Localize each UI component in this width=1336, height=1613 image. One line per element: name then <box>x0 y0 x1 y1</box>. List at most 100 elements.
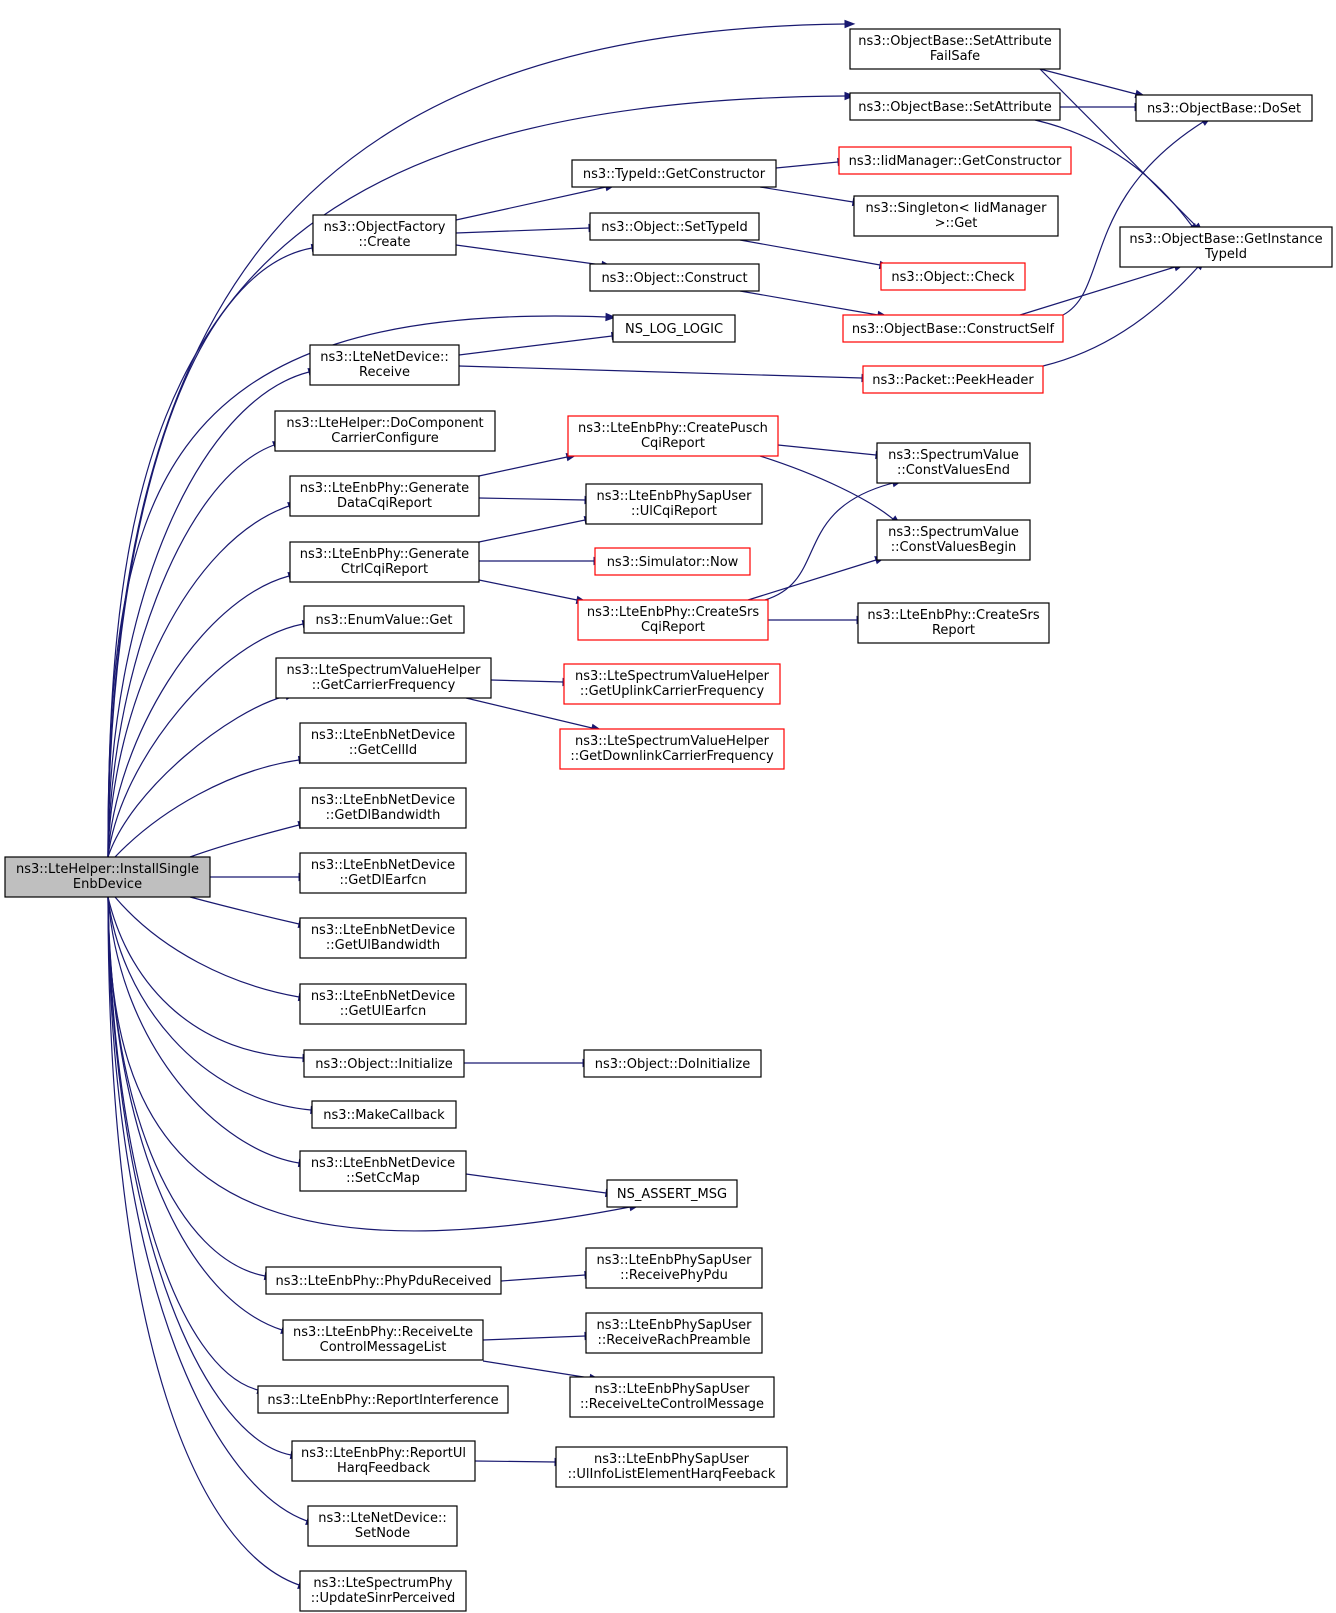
node-typeidgc[interactable]: ns3::TypeId::GetConstructor <box>571 159 777 188</box>
node-label: ns3::Simulator::Now <box>607 555 739 570</box>
node-doset[interactable]: ns3::ObjectBase::DoSet <box>1135 94 1313 122</box>
node-setattr[interactable]: ns3::ObjectBase::SetAttribute <box>849 92 1061 121</box>
edge-objfactory-to-objconstruct <box>455 244 613 270</box>
node-enumget[interactable]: ns3::EnumValue::Get <box>303 605 465 634</box>
node-getdownlink[interactable]: ns3::LteSpectrumValueHelper::GetDownlink… <box>559 728 785 770</box>
edge-ltenetrecv-to-peekheader <box>458 365 873 383</box>
node-recvrach[interactable]: ns3::LteEnbPhySapUser::ReceiveRachPreamb… <box>585 1312 763 1354</box>
node-label: ControlMessageList <box>320 1340 447 1355</box>
edge-line <box>1042 266 1199 367</box>
node-getuplink[interactable]: ns3::LteSpectrumValueHelper::GetUplinkCa… <box>563 663 781 705</box>
edge-line <box>759 186 854 203</box>
node-box <box>299 852 467 894</box>
node-getcellid[interactable]: ns3::LteEnbNetDevice::GetCellId <box>299 722 467 764</box>
node-box <box>303 1049 465 1078</box>
edge-root-to-gendata <box>107 502 299 858</box>
node-ltenetrecv[interactable]: ns3::LteNetDevice::Receive <box>309 344 460 386</box>
node-box <box>559 728 785 770</box>
node-recvphypdu[interactable]: ns3::LteEnbPhySapUser::ReceivePhyPdu <box>585 1247 763 1289</box>
node-box <box>606 1179 738 1208</box>
node-docomponent[interactable]: ns3::LteHelper::DoComponentCarrierConfig… <box>274 410 496 452</box>
node-settypeid[interactable]: ns3::Object::SetTypeId <box>589 212 760 241</box>
node-label: ns3::LteEnbPhySapUser <box>597 489 753 504</box>
node-simnow[interactable]: ns3::Simulator::Now <box>594 547 751 576</box>
node-reportinterf[interactable]: ns3::LteEnbPhy::ReportInterference <box>257 1385 509 1414</box>
edge-typeidgc-to-iidgc <box>775 157 849 169</box>
node-cvend[interactable]: ns3::SpectrumValue::ConstValuesEnd <box>876 442 1031 484</box>
node-label: ::ReceiveLteControlMessage <box>580 1397 764 1412</box>
node-box <box>303 605 465 634</box>
node-box <box>585 483 763 525</box>
node-ulcqi[interactable]: ns3::LteEnbPhySapUser::UlCqiReport <box>585 483 763 525</box>
node-label: ns3::Object::SetTypeId <box>601 220 747 235</box>
node-objinit[interactable]: ns3::Object::Initialize <box>303 1049 465 1078</box>
node-getdlbw[interactable]: ns3::LteEnbNetDevice::GetDlBandwidth <box>299 787 467 829</box>
node-box <box>583 1049 762 1078</box>
edge-root-to-getdlbw <box>189 821 310 858</box>
node-nsassert[interactable]: NS_ASSERT_MSG <box>606 1179 738 1208</box>
node-box <box>862 365 1044 394</box>
node-label: ns3::EnumValue::Get <box>315 613 452 628</box>
edge-line <box>1019 266 1176 316</box>
node-box <box>299 983 467 1025</box>
node-box <box>563 663 781 705</box>
node-box <box>569 1376 775 1418</box>
edge-root-to-reportul <box>107 896 302 1460</box>
node-nsloglogic[interactable]: NS_LOG_LOGIC <box>612 314 736 343</box>
node-box <box>274 410 496 452</box>
node-constructself[interactable]: ns3::ObjectBase::ConstructSelf <box>842 314 1064 343</box>
node-singleton[interactable]: ns3::Singleton< IidManager>::Get <box>853 195 1059 237</box>
node-recvltectrl[interactable]: ns3::LteEnbPhy::ReceiveLteControlMessage… <box>282 1319 484 1361</box>
node-label: ns3::LteHelper::DoComponent <box>286 416 483 431</box>
node-setccmap[interactable]: ns3::LteEnbNetDevice::SetCcMap <box>299 1150 467 1192</box>
edge-root-to-getulbw <box>189 896 310 929</box>
node-updatesinr[interactable]: ns3::LteSpectrumPhy::UpdateSinrPerceived <box>299 1570 467 1612</box>
edge-createsrscqi-to-createsrsrep <box>768 615 868 625</box>
node-box <box>299 787 467 829</box>
node-peekheader[interactable]: ns3::Packet::PeekHeader <box>862 365 1044 394</box>
edge-reportul-to-ulinfo <box>474 1457 566 1467</box>
node-label: ns3::LteEnbPhySapUser <box>594 1452 750 1467</box>
edge-line <box>107 444 275 858</box>
node-phypdu[interactable]: ns3::LteEnbPhy::PhyPduReceived <box>265 1266 502 1295</box>
edge-genctrl-to-simnow <box>479 556 605 566</box>
node-box <box>589 263 760 292</box>
node-label: ns3::LteEnbNetDevice <box>311 793 455 808</box>
edge-line <box>465 1173 607 1194</box>
edge-line <box>107 896 300 1586</box>
node-setnode[interactable]: ns3::LteNetDevice::SetNode <box>307 1505 458 1547</box>
node-getcarrier[interactable]: ns3::LteSpectrumValueHelper::GetCarrierF… <box>275 657 492 699</box>
node-objcheck[interactable]: ns3::Object::Check <box>880 262 1026 291</box>
edge-root-to-getulearfcn <box>114 896 310 1002</box>
node-box <box>880 262 1026 291</box>
node-cvbegin[interactable]: ns3::SpectrumValue::ConstValuesBegin <box>876 519 1031 561</box>
node-recvltemsg[interactable]: ns3::LteEnbPhySapUser::ReceiveLteControl… <box>569 1376 775 1418</box>
node-label: ns3::Object::DoInitialize <box>595 1057 751 1072</box>
node-makecallback[interactable]: ns3::MakeCallback <box>311 1100 457 1129</box>
node-label: ::UlCqiReport <box>631 504 717 519</box>
node-objconstruct[interactable]: ns3::Object::Construct <box>589 263 760 292</box>
edge-root-to-getdlearfcn <box>210 872 310 882</box>
edge-line <box>114 896 300 998</box>
node-objfactory[interactable]: ns3::ObjectFactory::Create <box>312 214 457 256</box>
node-label: >::Get <box>935 216 978 231</box>
node-iidgc[interactable]: ns3::IidManager::GetConstructor <box>838 146 1072 175</box>
node-ulinfo[interactable]: ns3::LteEnbPhySapUser::UlInfoListElement… <box>555 1446 788 1488</box>
edge-line <box>107 695 287 858</box>
edge-setccmap-to-nsassert <box>465 1173 617 1198</box>
node-getulearfcn[interactable]: ns3::LteEnbNetDevice::GetUlEarfcn <box>299 983 467 1025</box>
node-getulbw[interactable]: ns3::LteEnbNetDevice::GetUlBandwidth <box>299 917 467 959</box>
node-getdlearfcn[interactable]: ns3::LteEnbNetDevice::GetDlEarfcn <box>299 852 467 894</box>
edge-line <box>764 482 894 601</box>
node-objdoinit[interactable]: ns3::Object::DoInitialize <box>583 1049 762 1078</box>
node-label: CarrierConfigure <box>331 431 438 446</box>
